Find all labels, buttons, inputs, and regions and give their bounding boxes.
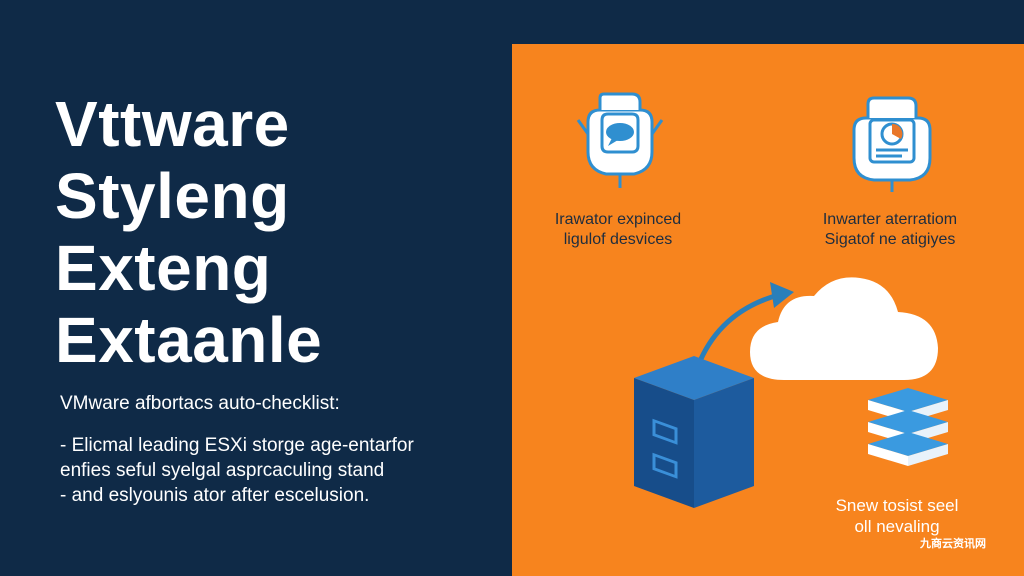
- title-line-2: Styleng: [55, 160, 290, 232]
- chart-device-icon: [852, 96, 932, 192]
- caption-integrations: Inwarter aterratiom Sigatof ne atigiyes: [800, 210, 980, 250]
- storage-stack-icon: [868, 388, 948, 466]
- caption-storage-line-1: Snew tosist seel: [835, 496, 959, 515]
- caption-devices: Irawator expinced ligulof desvices: [528, 210, 708, 250]
- title-line-3: Exteng: [55, 232, 272, 304]
- caption-integrations-line-1: Inwarter aterratiom: [822, 211, 958, 228]
- chat-device-icon: [576, 92, 664, 188]
- curved-arrow-icon: [695, 282, 794, 369]
- title-line-1: Vttware: [55, 88, 290, 160]
- watermark-text: 九商云资讯网: [920, 538, 986, 550]
- caption-devices-line-1: Irawator expinced: [554, 211, 682, 228]
- bullet-line-2: enfies seful syelgal asprcaculing stand: [60, 460, 385, 481]
- cloud-icon: [750, 277, 938, 380]
- bullet-line-1: - Elicmal leading ESXi storge age-entarf…: [60, 435, 414, 456]
- caption-storage-line-2: oll nevaling: [854, 517, 940, 536]
- checklist-heading: VMware afbortacs auto-checklist:: [60, 393, 340, 414]
- left-panel: [0, 0, 512, 576]
- caption-integrations-line-2: Sigatof ne atigiyes: [824, 231, 956, 248]
- caption-devices-line-2: ligulof desvices: [563, 231, 673, 248]
- bullet-line-3: - and eslyounis ator after escelusion.: [60, 485, 370, 506]
- server-cabinet-icon: [634, 356, 754, 508]
- checklist-bullets: - Elicmal leading ESXi storge age-entarf…: [60, 433, 500, 508]
- caption-storage: Snew tosist seel oll nevaling: [822, 495, 972, 537]
- title-line-4: Extaanle: [55, 304, 323, 376]
- page-title: Vttware Styleng Exteng Extaanle: [55, 88, 495, 376]
